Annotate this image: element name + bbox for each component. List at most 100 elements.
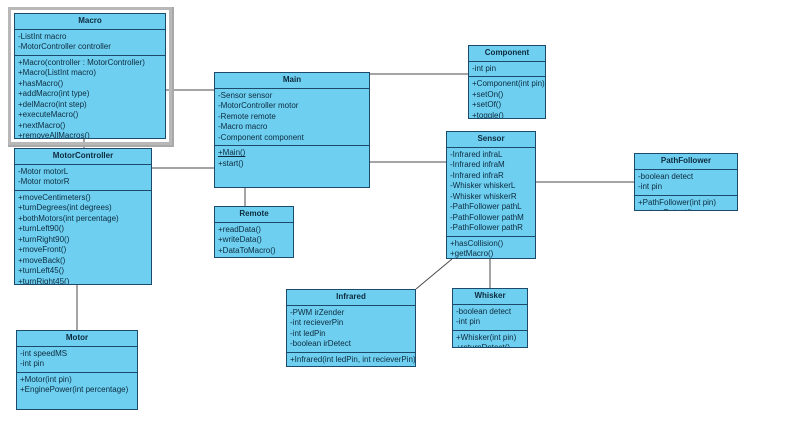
uml-class-infrared[interactable]: Infrared-PWM irZender-int recieverPin-in… — [286, 289, 416, 367]
method-row: +writeData() — [218, 235, 262, 245]
uml-class-motorcontroller[interactable]: MotorController-Motor motorL-Motor motor… — [14, 148, 152, 285]
method-row: +Component(int pin) — [472, 79, 545, 89]
class-methods-remote: +readData()+writeData()+DataToMacro() — [215, 223, 293, 257]
method-row: +moveFront() — [18, 245, 67, 255]
attribute-row: -PWM irZender — [290, 307, 345, 317]
selection-frame-macro[interactable] — [8, 7, 172, 145]
method-row: +turnRight45() — [18, 277, 70, 285]
uml-class-pathfollower[interactable]: PathFollower-boolean detect-int pin+Path… — [634, 153, 738, 211]
class-title-remote: Remote — [215, 207, 293, 223]
method-row: +turnRight90() — [18, 234, 70, 244]
uml-class-motor[interactable]: Motor-int speedMS-int pin+Motor(int pin)… — [16, 330, 138, 410]
method-row: +EnginePower(int percentage) — [20, 385, 129, 395]
method-row: +setOf() — [472, 100, 502, 110]
method-row: +moveBack() — [18, 255, 66, 265]
method-row: +moveCentimeters() — [18, 192, 91, 202]
class-title-motorcontroller: MotorController — [15, 149, 151, 165]
class-attributes-motorcontroller: -Motor motorL-Motor motorR — [15, 165, 151, 191]
class-attributes-pathfollower: -boolean detect-int pin — [635, 170, 737, 196]
uml-class-component[interactable]: Component-int pin+Component(int pin)+set… — [468, 45, 546, 119]
method-row: +hasCollision() — [450, 238, 504, 248]
method-row: +Motor(int pin) — [20, 374, 72, 384]
attribute-row: -MotorController controller — [18, 42, 111, 52]
attribute-row: -Motor motorR — [18, 177, 70, 187]
attribute-row: -Component component — [218, 132, 304, 142]
attribute-row: -Motor motorL — [18, 166, 69, 176]
class-attributes-whisker: -boolean detect-int pin — [453, 305, 527, 331]
method-row: +Main() — [218, 148, 246, 158]
attribute-row: -int pin — [472, 63, 497, 73]
class-title-main: Main — [215, 73, 369, 89]
class-methods-infrared: +Infrared(int ledPin, int recieverPin)+r… — [287, 353, 416, 366]
class-attributes-macro: -ListInt macro-MotorController controlle… — [15, 30, 165, 56]
method-row: +toggle() — [472, 110, 504, 119]
connector-sensor-infrared — [415, 258, 453, 290]
attribute-row: -Remote remote — [218, 111, 276, 121]
method-row: +turnLeft45() — [18, 266, 65, 276]
attribute-row: -boolean detect — [456, 306, 512, 316]
attribute-row: -int speedMS — [20, 348, 68, 358]
selection-shadow-side-macro — [170, 7, 174, 147]
method-row: +hasMacro() — [18, 78, 64, 88]
attribute-row: -Infrared infraM — [450, 160, 505, 170]
uml-class-macro[interactable]: Macro-ListInt macro-MotorController cont… — [14, 13, 166, 139]
class-title-infrared: Infrared — [287, 290, 415, 306]
attribute-row: -int ledPin — [290, 328, 326, 338]
class-title-component: Component — [469, 46, 545, 62]
uml-class-main[interactable]: Main-Sensor sensor-MotorController motor… — [214, 72, 370, 188]
attribute-row: -Infrared infraL — [450, 149, 503, 159]
method-row: +Macro(controller : MotorController) — [18, 57, 145, 67]
attribute-row: -int pin — [638, 182, 663, 192]
method-row: +getMacro() — [450, 249, 494, 259]
attribute-row: -int pin — [20, 359, 45, 369]
method-row: +returnDetect() — [289, 365, 414, 366]
attribute-row: -boolean detect — [638, 171, 694, 181]
class-title-pathfollower: PathFollower — [635, 154, 737, 170]
class-methods-macro: +Macro(controller : MotorController)+Mac… — [15, 56, 165, 138]
attribute-row: -Macro macro — [218, 122, 268, 132]
method-row: +PathFollower(int pin) — [638, 197, 717, 207]
uml-class-whisker[interactable]: Whisker-boolean detect-int pin+Whisker(i… — [452, 288, 528, 348]
method-row: +Infrared(int ledPin, int recieverPin) — [290, 354, 416, 364]
class-attributes-component: -int pin — [469, 62, 545, 78]
class-title-whisker: Whisker — [453, 289, 527, 305]
class-methods-whisker: +Whisker(int pin)+returnDetect() — [453, 331, 527, 348]
method-row: +setOn() — [472, 89, 504, 99]
selection-shadow-macro — [8, 143, 174, 147]
class-attributes-sensor: -Infrared infraL-Infrared infraM-Infrare… — [447, 148, 535, 237]
class-methods-main: +Main()+start() — [215, 146, 369, 171]
method-row: +turnLeft90() — [18, 224, 65, 234]
uml-class-sensor[interactable]: Sensor-Infrared infraL-Infrared infraM-I… — [446, 131, 536, 259]
method-row: +executeMacro() — [18, 110, 79, 120]
method-row: +DataToMacro() — [218, 245, 276, 255]
attribute-row: -PathFollower pathL — [450, 202, 522, 212]
method-row: +start() — [218, 158, 244, 168]
attribute-row: -int recieverPin — [290, 318, 344, 328]
class-methods-component: +Component(int pin)+setOn()+setOf()+togg… — [469, 77, 545, 119]
attribute-row: -PathFollower pathR — [450, 223, 523, 233]
attribute-row: -Sensor sensor — [218, 90, 273, 100]
attribute-row: -Whisker whiskerR — [450, 191, 517, 201]
method-row: +Macro(ListInt macro) — [18, 68, 97, 78]
attribute-row: -int pin — [456, 317, 481, 327]
method-row: +bothMotors(int percentage) — [18, 213, 119, 223]
class-attributes-main: -Sensor sensor-MotorController motor-Rem… — [215, 89, 369, 147]
attribute-row: -Infrared infraR — [450, 170, 504, 180]
attribute-row: -boolean irDetect — [290, 339, 351, 349]
class-title-sensor: Sensor — [447, 132, 535, 148]
method-row: +returnDetect() — [456, 343, 511, 348]
class-methods-motor: +Motor(int pin)+EnginePower(int percenta… — [17, 373, 137, 398]
class-methods-motorcontroller: +moveCentimeters()+turnDegrees(int degre… — [15, 191, 151, 285]
method-row: +nextMacro() — [18, 120, 66, 130]
attribute-row: -Whisker whiskerL — [450, 181, 516, 191]
method-row: +delMacro(int step) — [18, 99, 87, 109]
uml-class-remote[interactable]: Remote+readData()+writeData()+DataToMacr… — [214, 206, 294, 258]
method-row: +readData() — [218, 224, 261, 234]
attribute-row: -ListInt macro — [18, 31, 67, 41]
method-row: +addMacro(int type) — [18, 89, 90, 99]
attribute-row: -PathFollower pathM — [450, 212, 524, 222]
method-row: +turnDegrees(int degrees) — [18, 203, 112, 213]
class-methods-sensor: +hasCollision()+getMacro() — [447, 237, 535, 259]
class-title-macro: Macro — [15, 14, 165, 30]
